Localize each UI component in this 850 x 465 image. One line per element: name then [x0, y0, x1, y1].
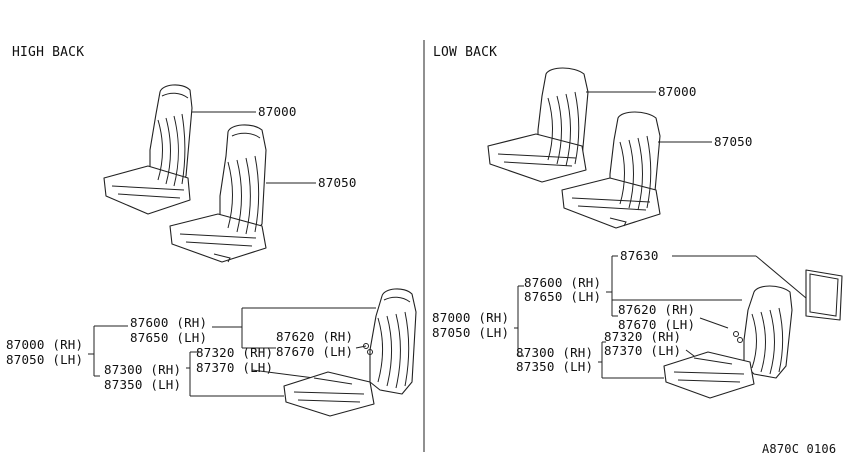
label-right-back-trim-rh: 87620 (RH) — [618, 302, 695, 317]
label-right-cushion-trim-rh: 87320 (RH) — [604, 329, 681, 344]
diagram-reference-code: A870C 0106 — [762, 442, 836, 456]
label-assy-lh: 87050 (LH) — [6, 352, 83, 367]
high-back-cushion-illustration — [283, 371, 375, 417]
label-cushion-lh: 87350 (LH) — [104, 377, 181, 392]
label-right-cushion-rh: 87300 (RH) — [516, 345, 593, 360]
label-right-back-lh: 87650 (LH) — [524, 289, 601, 304]
label-headrest: 87630 — [620, 248, 659, 263]
label-cushion-trim-lh: 87370 (LH) — [196, 360, 273, 375]
label-right-assy-rh: 87000 (RH) — [432, 310, 509, 325]
high-back-seat-lh-illustration — [169, 124, 267, 263]
label-right-assy-lh: 87050 (LH) — [432, 325, 509, 340]
high-back-title: HIGH BACK — [12, 45, 84, 60]
low-back-cushion-illustration — [663, 351, 755, 399]
low-back-seat-lh-illustration — [561, 111, 661, 229]
callout-right-87050: 87050 — [714, 134, 753, 149]
label-back-trim-rh: 87620 (RH) — [276, 329, 353, 344]
label-right-back-rh: 87600 (RH) — [524, 275, 601, 290]
label-back-lh: 87650 (LH) — [130, 330, 207, 345]
label-right-cushion-lh: 87350 (LH) — [516, 359, 593, 374]
label-right-cushion-trim-lh: 87370 (LH) — [604, 343, 681, 358]
label-assy-rh: 87000 (RH) — [6, 337, 83, 352]
callout-87000: 87000 — [258, 104, 297, 119]
label-cushion-rh: 87300 (RH) — [104, 362, 181, 377]
high-back-seatback-illustration — [363, 288, 417, 395]
low-back-seat-rh-illustration — [487, 67, 589, 183]
high-back-breakdown-tree: 87000 (RH) 87050 (LH) 87600 (RH) 87650 (… — [6, 307, 376, 397]
high-back-seat-rh-illustration — [103, 84, 193, 215]
label-right-back-trim-lh: 87670 (LH) — [618, 317, 695, 332]
callout-right-87000: 87000 — [658, 84, 697, 99]
callout-87050: 87050 — [318, 175, 357, 190]
low-back-breakdown-tree: 87000 (RH) 87050 (LH) 87600 (RH) 87650 (… — [432, 248, 807, 379]
label-cushion-trim-rh: 87320 (RH) — [196, 345, 273, 360]
low-back-seatback-illustration — [733, 285, 793, 379]
headrest-pad-illustration — [805, 269, 843, 321]
low-back-title: LOW BACK — [433, 45, 497, 60]
label-back-rh: 87600 (RH) — [130, 315, 207, 330]
label-back-trim-lh: 87670 (LH) — [276, 344, 353, 359]
